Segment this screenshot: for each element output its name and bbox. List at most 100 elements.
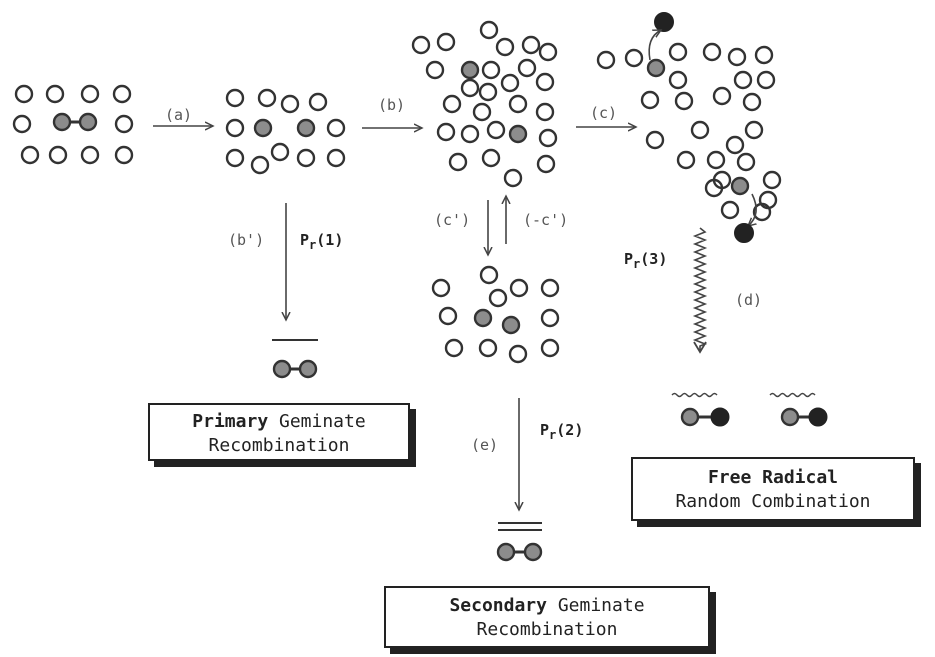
solvent-molecule bbox=[112, 84, 132, 104]
solvent-molecule bbox=[668, 42, 688, 62]
radical bbox=[473, 308, 493, 328]
wavy-arrow-head bbox=[693, 341, 707, 354]
solvent-molecule bbox=[460, 124, 480, 144]
radical bbox=[496, 542, 516, 562]
solvent-molecule bbox=[754, 45, 774, 65]
solvent-molecule bbox=[540, 278, 560, 298]
solvent-molecule bbox=[225, 88, 245, 108]
box-bold-term: Free Radical bbox=[707, 467, 839, 488]
box-bold-term: Primary bbox=[192, 411, 269, 432]
radical bbox=[78, 112, 98, 132]
solvent-molecule bbox=[326, 118, 346, 138]
solvent-molecule bbox=[425, 60, 445, 80]
probability-pr2: Pr(2) bbox=[540, 421, 583, 442]
solvent-molecule bbox=[478, 82, 498, 102]
abstraction-arrow bbox=[748, 193, 757, 226]
solvent-molecule bbox=[742, 92, 762, 112]
solvent-molecule bbox=[488, 288, 508, 308]
solvent-molecule bbox=[486, 120, 506, 140]
solvent-molecule bbox=[438, 306, 458, 326]
solvent-molecule bbox=[326, 148, 346, 168]
solvent-molecule bbox=[733, 70, 753, 90]
solvent-molecule bbox=[48, 145, 68, 165]
product-wavy-line bbox=[769, 392, 816, 398]
radical bbox=[253, 118, 273, 138]
solvent-molecule bbox=[12, 114, 32, 134]
box-line-1: Secondary Geminate bbox=[386, 594, 708, 618]
solvent-molecule bbox=[725, 135, 745, 155]
solvent-molecule bbox=[250, 155, 270, 175]
solvent-molecule bbox=[479, 265, 499, 285]
solvent-molecule bbox=[20, 145, 40, 165]
solvent-molecule bbox=[706, 150, 726, 170]
free-radical-products bbox=[671, 392, 828, 427]
stage-radical-pair-cage bbox=[225, 88, 346, 175]
solvent-molecule bbox=[596, 50, 616, 70]
radical bbox=[780, 407, 800, 427]
free-radical-product bbox=[710, 407, 730, 427]
solvent-molecule bbox=[668, 70, 688, 90]
box-text: Geminate bbox=[268, 411, 366, 432]
probability-pr1: Pr(1) bbox=[300, 231, 343, 252]
solvent-molecule bbox=[481, 148, 501, 168]
solvent-molecule bbox=[744, 120, 764, 140]
step-label-b-prime: (b') bbox=[228, 231, 264, 249]
solvent-molecule bbox=[442, 94, 462, 114]
step-label-c: (c) bbox=[590, 104, 617, 122]
solvent-molecule bbox=[736, 152, 756, 172]
box-line-2: Random Combination bbox=[675, 491, 871, 512]
solvent-molecule bbox=[517, 58, 537, 78]
solvent-molecule bbox=[481, 60, 501, 80]
step-label-a: (a) bbox=[165, 106, 192, 124]
solvent-molecule bbox=[114, 145, 134, 165]
solvent-molecule bbox=[727, 47, 747, 67]
wavy-arrow-d bbox=[692, 227, 708, 350]
solvent-molecule bbox=[712, 86, 732, 106]
radical bbox=[272, 359, 292, 379]
solvent-molecule bbox=[645, 130, 665, 150]
solvent-molecule bbox=[704, 178, 724, 198]
solvent-molecule bbox=[257, 88, 277, 108]
free-radical-product bbox=[734, 223, 754, 243]
solvent-molecule bbox=[676, 150, 696, 170]
product-wavy-line bbox=[671, 392, 718, 398]
radical bbox=[730, 176, 750, 196]
step-label-d: (d) bbox=[735, 291, 762, 309]
solvent-molecule bbox=[536, 154, 556, 174]
box-text: Geminate bbox=[547, 595, 645, 616]
solvent-molecule bbox=[508, 344, 528, 364]
stage-initial-molecule bbox=[12, 84, 134, 165]
solvent-molecule bbox=[478, 338, 498, 358]
solvent-molecule bbox=[508, 94, 528, 114]
solvent-molecule bbox=[114, 114, 134, 134]
solvent-molecule bbox=[720, 200, 740, 220]
step-label-b: (b) bbox=[378, 96, 405, 114]
solvent-molecule bbox=[762, 170, 782, 190]
solvent-molecule bbox=[308, 92, 328, 112]
solvent-molecule bbox=[431, 278, 451, 298]
box-line-1: Primary Geminate bbox=[150, 410, 408, 434]
radical bbox=[52, 112, 72, 132]
solvent-molecule bbox=[280, 94, 300, 114]
solvent-molecule bbox=[225, 148, 245, 168]
probability-pr3: Pr(3) bbox=[624, 250, 667, 271]
solvent-molecule bbox=[535, 102, 555, 122]
radical bbox=[298, 359, 318, 379]
stage-diffused-radicals bbox=[411, 20, 558, 188]
solvent-molecule bbox=[540, 338, 560, 358]
solvent-molecule bbox=[540, 308, 560, 328]
radical bbox=[508, 124, 528, 144]
secondary-geminate-recombination-box: Secondary Geminate Recombination bbox=[384, 586, 710, 648]
primary-geminate-recombination-box: Primary Geminate Recombination bbox=[148, 403, 410, 461]
solvent-molecule bbox=[45, 84, 65, 104]
radical bbox=[680, 407, 700, 427]
solvent-molecule bbox=[674, 91, 694, 111]
free-radical-product bbox=[808, 407, 828, 427]
step-label-e: (e) bbox=[471, 436, 498, 454]
solvent-molecule bbox=[521, 35, 541, 55]
step-label-c-prime: (c') bbox=[434, 211, 470, 229]
solvent-molecule bbox=[448, 152, 468, 172]
primary-recombination-product bbox=[272, 339, 318, 379]
solvent-molecule bbox=[14, 84, 34, 104]
solvent-molecule bbox=[80, 84, 100, 104]
